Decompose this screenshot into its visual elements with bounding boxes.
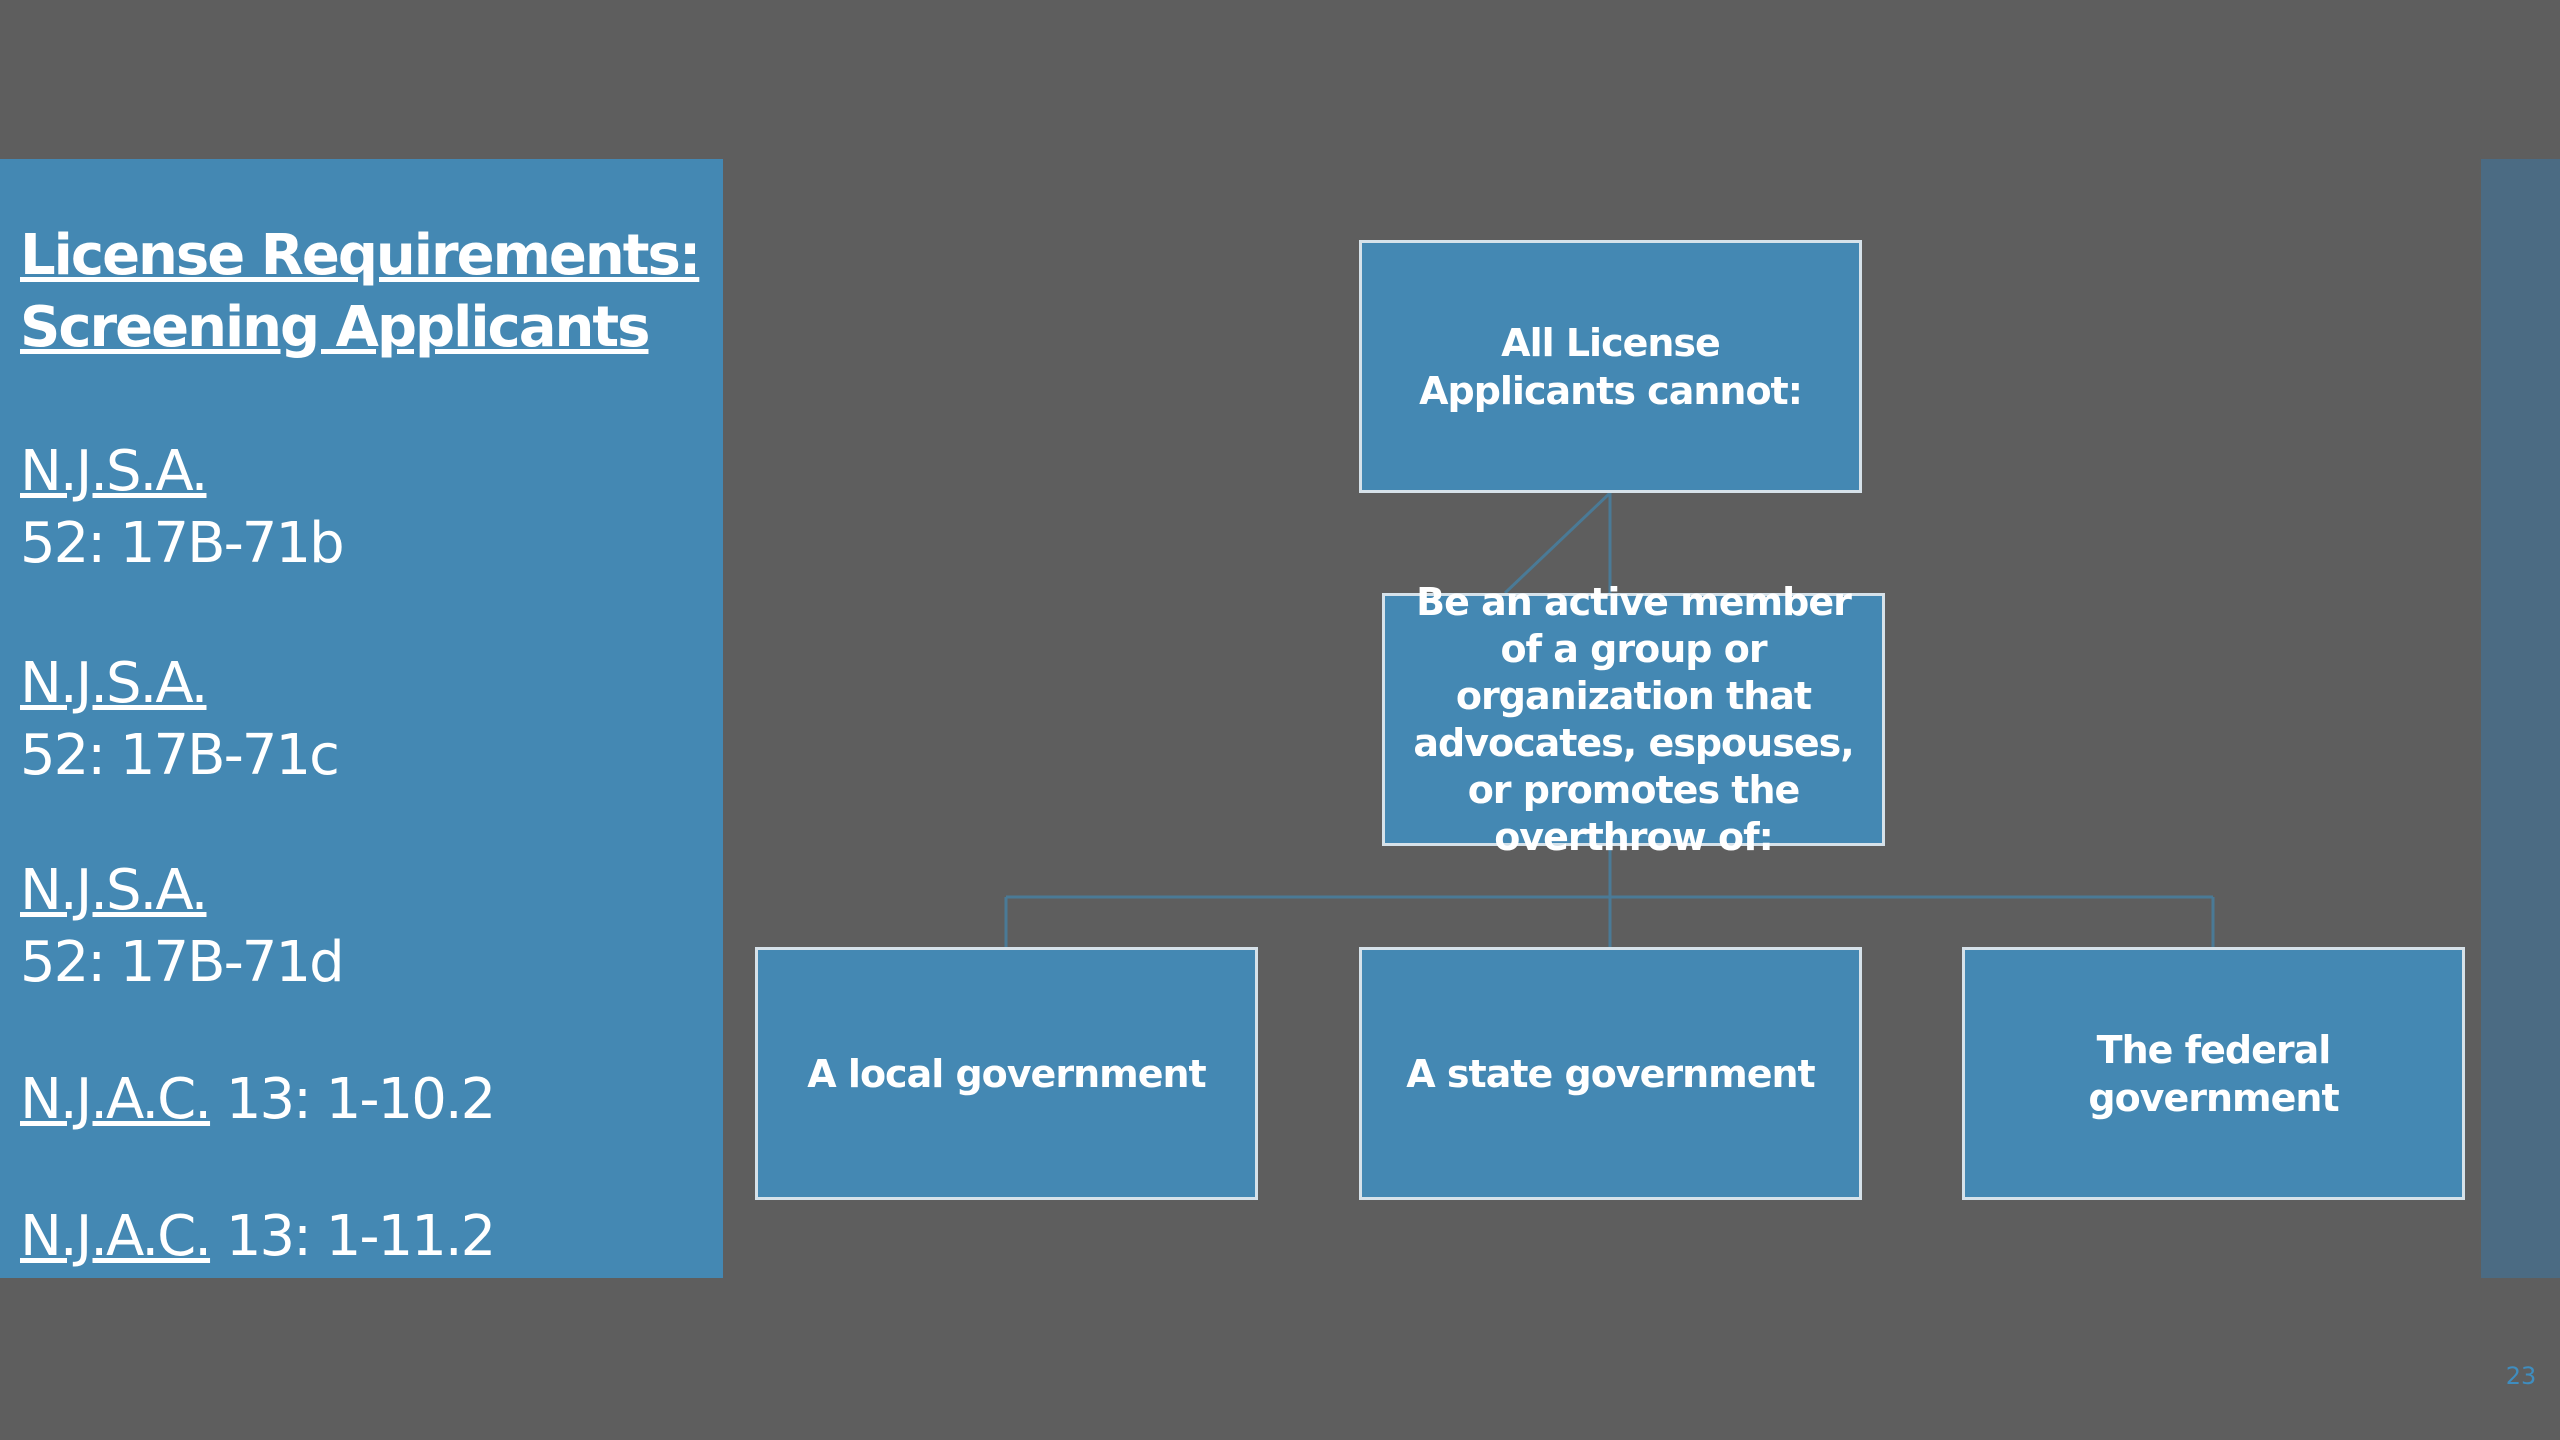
left-panel (0, 159, 723, 1278)
diagram-leaf-node-2: A state government (1359, 947, 1862, 1200)
reference-code: N.J.A.C. (20, 1067, 212, 1132)
slide-title: License Requirements: Screening Applican… (20, 220, 710, 364)
diagram-leaf-text: A state government (1406, 1051, 1815, 1096)
diagram-middle-node: Be an active member of a group or organi… (1382, 580, 1885, 859)
slide-page-number: 23 (2505, 1362, 2537, 1390)
diagram-root-text: All License Applicants cannot: (1419, 320, 1803, 413)
reference-section: 13: 1-11.2 (210, 1204, 496, 1269)
diagram-leaf-node-3: The federal government (1962, 947, 2465, 1200)
reference-section: 13: 1-10.2 (210, 1067, 496, 1132)
diagram-root-node: All License Applicants cannot: (1359, 240, 1862, 493)
reference-2: N.J.S.A. 52: 17B-71c (20, 648, 340, 792)
reference-code: N.J.S.A. (20, 858, 208, 923)
connector-root-diagonal (1503, 491, 1612, 595)
diagram-leaf-text: The federal government (2088, 1027, 2339, 1120)
slide-title-line-2: Screening Applicants (20, 295, 650, 360)
reference-section: 52: 17B-71b (20, 511, 345, 576)
diagram-middle-text: Be an active member of a group or organi… (1413, 579, 1854, 859)
reference-1: N.J.S.A. 52: 17B-71b (20, 436, 345, 580)
reference-5: N.J.A.C. 13: 1-11.2 (20, 1201, 496, 1273)
reference-code: N.J.S.A. (20, 439, 208, 504)
reference-code: N.J.A.C. (20, 1204, 212, 1269)
reference-section: 52: 17B-71d (20, 930, 345, 995)
right-accent-strip (2481, 159, 2560, 1278)
diagram-leaf-text: A local government (807, 1051, 1206, 1096)
slide-title-line-1: License Requirements: (20, 223, 701, 288)
reference-section: 52: 17B-71c (20, 723, 340, 788)
reference-3: N.J.S.A. 52: 17B-71d (20, 855, 345, 999)
reference-4: N.J.A.C. 13: 1-10.2 (20, 1064, 496, 1136)
reference-code: N.J.S.A. (20, 651, 208, 716)
diagram-leaf-node-1: A local government (755, 947, 1258, 1200)
